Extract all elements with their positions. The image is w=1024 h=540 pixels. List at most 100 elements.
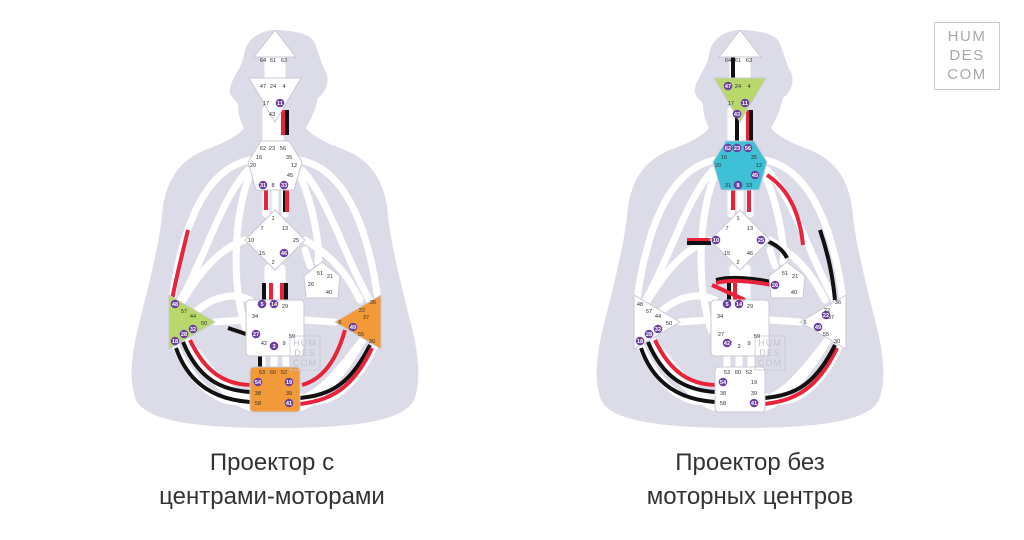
gate-4: 4 [747, 84, 750, 90]
gate-57: 57 [646, 309, 652, 315]
gate-64: 64 [725, 58, 731, 64]
gate-16: 16 [256, 155, 262, 161]
gate-53: 53 [259, 370, 265, 376]
gate-dot-18 [170, 336, 180, 346]
gate-dot-25 [756, 235, 766, 245]
activation-11 [227, 326, 247, 336]
caption-right-line1: Проектор без [675, 449, 825, 476]
gate-dot-label-22: 22 [823, 313, 829, 319]
gate-13: 13 [747, 226, 753, 232]
channel-24 [759, 334, 833, 412]
gate-61: 61 [735, 58, 741, 64]
gate-19: 19 [751, 380, 757, 386]
channel-29 [697, 171, 719, 334]
watermark-line2: DES [759, 348, 781, 358]
gate-62: 62 [260, 146, 266, 152]
gate-21: 21 [327, 274, 333, 280]
gate-55: 55 [823, 332, 829, 338]
gate-dot-46 [279, 248, 289, 258]
channel-29 [232, 171, 254, 334]
gate-dot-label-54: 54 [720, 380, 727, 386]
centers [168, 29, 382, 413]
gate-dot-47 [723, 81, 733, 91]
activation-20 [711, 283, 746, 302]
gate-63: 63 [281, 58, 287, 64]
channel-16 [761, 156, 847, 304]
gate-1: 1 [271, 216, 274, 222]
gate-37: 37 [363, 315, 369, 321]
gate-7: 7 [725, 226, 728, 232]
gate-dot-23 [732, 143, 742, 153]
activation-12 [188, 339, 253, 387]
gate-dot-label-28: 28 [646, 332, 652, 338]
gate-38: 38 [255, 391, 261, 397]
watermark-line3: COM [293, 358, 317, 368]
gate-2: 2 [736, 260, 739, 266]
gate-12: 12 [756, 163, 762, 169]
channel-28 [300, 316, 339, 326]
channel-30 [296, 171, 322, 266]
gate-dot-label-42: 42 [724, 341, 730, 347]
center-solar [799, 294, 847, 350]
gate-dot-43 [732, 109, 742, 119]
gate-48: 48 [637, 302, 643, 308]
gate-53: 53 [724, 370, 730, 376]
gate-20: 20 [715, 163, 721, 169]
gate-dot-62 [723, 143, 733, 153]
gate-26: 26 [308, 282, 314, 288]
gate-dot-label-14: 14 [736, 302, 743, 308]
gate-47: 47 [260, 84, 266, 90]
watermark-line2: DES [294, 348, 316, 358]
gate-dot-label-19: 19 [286, 380, 292, 386]
gate-50: 50 [666, 321, 672, 327]
gate-42: 42 [261, 341, 267, 347]
gate-1: 1 [736, 216, 739, 222]
gate-16: 16 [721, 155, 727, 161]
gate-dot-label-32: 32 [655, 327, 661, 333]
center-heart [303, 261, 341, 299]
gate-22: 22 [359, 308, 365, 314]
gate-dot-33 [279, 180, 289, 190]
gate-dot-label-45: 45 [752, 173, 758, 179]
gate-31: 31 [725, 183, 731, 189]
gate-dot-label-25: 25 [758, 238, 764, 244]
watermark-line3: COM [758, 358, 782, 368]
caption-left: Проектор с центрами-моторами [16, 446, 528, 514]
gate-dot-label-33: 33 [281, 183, 287, 189]
channel-31 [766, 246, 779, 270]
bodygraph-1: HUMDESCOM6461634724417114362235616352012… [596, 29, 884, 428]
chart-left: HUMDESCOM6461634724417114362235616352012… [0, 0, 512, 430]
center-g [244, 209, 306, 271]
gate-58: 58 [720, 401, 726, 407]
gate-dot-label-14: 14 [271, 302, 278, 308]
gate-dot-label-3: 3 [272, 344, 275, 350]
gate-40: 40 [791, 290, 797, 296]
gate-dot-49 [348, 322, 358, 332]
activation-14 [174, 347, 251, 404]
center-sacral [245, 299, 305, 357]
gate-dot-label-32: 32 [190, 327, 196, 333]
gate-35: 35 [286, 155, 292, 161]
gate-dot-48 [170, 299, 180, 309]
gate-dot-5 [257, 299, 267, 309]
gate-21: 21 [792, 274, 798, 280]
gate-dot-label-49: 49 [350, 325, 356, 331]
gate-17: 17 [263, 101, 269, 107]
activation-10 [170, 229, 190, 301]
gate-dot-41 [749, 398, 759, 408]
gate-3: 3 [737, 344, 740, 350]
gate-dot-label-43: 43 [734, 112, 740, 118]
activations [170, 110, 374, 406]
center-solar [334, 294, 382, 350]
gate-37: 37 [828, 315, 834, 321]
gate-52: 52 [746, 370, 752, 376]
gate-36: 36 [370, 300, 376, 306]
gate-30: 30 [834, 339, 840, 345]
gate-dot-label-18: 18 [637, 339, 643, 345]
gate-dot-31 [258, 180, 268, 190]
gate-7: 7 [260, 226, 263, 232]
gate-dot-label-5: 5 [260, 302, 263, 308]
gate-dot-label-5: 5 [725, 302, 728, 308]
gate-38: 38 [720, 391, 726, 397]
